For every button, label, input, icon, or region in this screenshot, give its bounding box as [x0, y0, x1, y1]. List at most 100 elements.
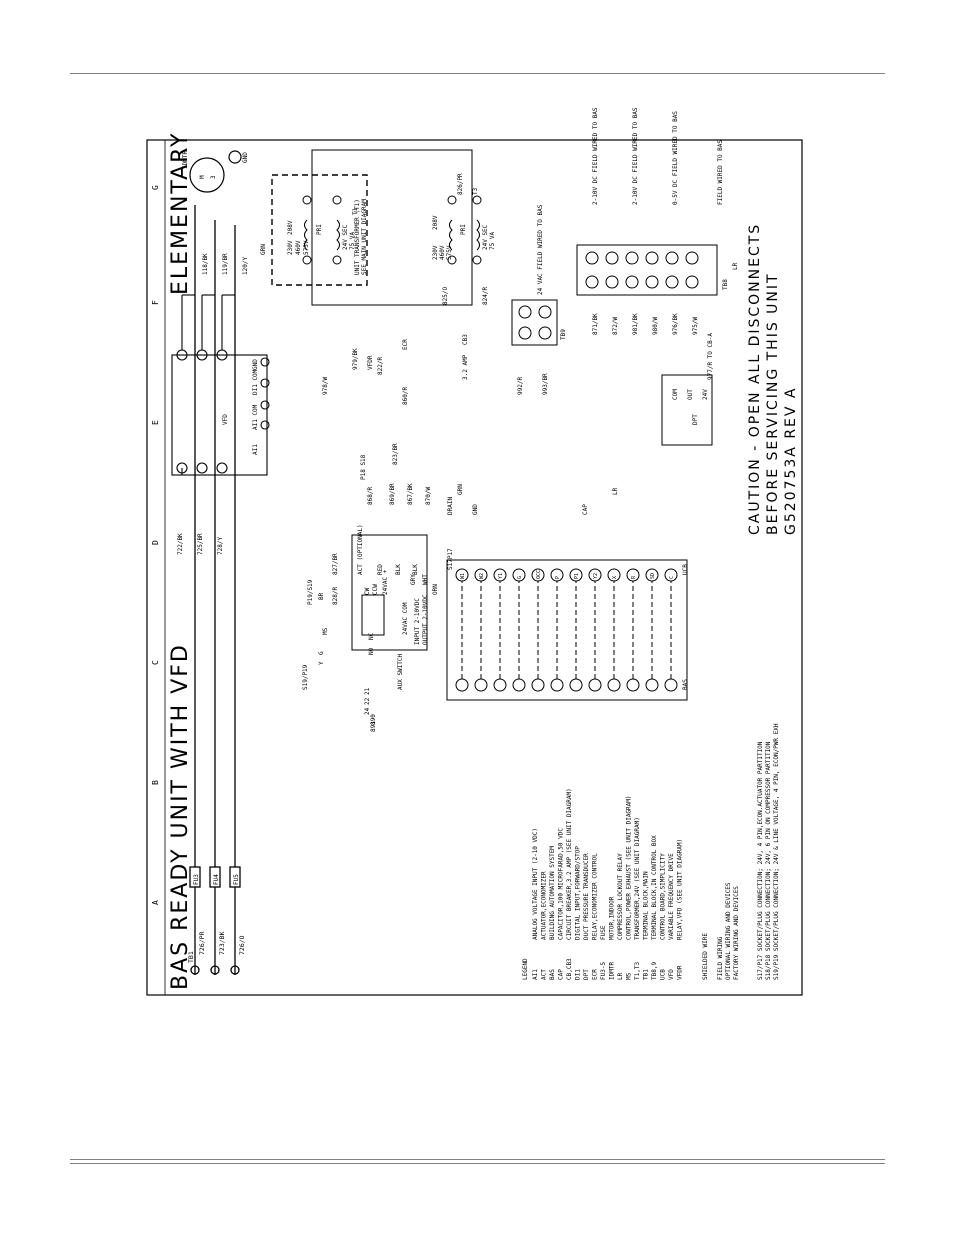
wire-824r: 824/R: [482, 287, 489, 305]
dpt-com: COM: [672, 389, 679, 400]
legend-desc: DUCT PRESSURE TRANSDUCER: [583, 853, 590, 940]
ucb-terminal-label: R: [631, 575, 637, 579]
footer-rule-2: [70, 1163, 885, 1164]
legend-plug2: S18/P18 SOCKET/PLUG CONNECTION; 24V, 6 P…: [765, 741, 772, 980]
t3-sec: 24V SEC: [482, 224, 489, 250]
bas-terminal: [455, 678, 469, 692]
act-aux: AUX SWITCH: [397, 653, 404, 690]
wire-728y: 728/Y: [217, 537, 224, 555]
act-y: Y: [318, 661, 325, 665]
wire-826pr: 826/PR: [457, 173, 464, 195]
zone-d: D: [151, 540, 160, 545]
act-orn: ORN: [432, 584, 439, 595]
vfd-label: VFD: [222, 414, 229, 425]
legend-shielded: SHIELDED WIRE: [702, 933, 709, 980]
legend-abbr: ACT: [541, 969, 548, 980]
ucb-terminal-label: W2: [479, 573, 485, 579]
legend-desc: TRANSFORMER,24V (SEE UNIT DIAGRAM): [634, 817, 641, 940]
wire-725br: 725/BR: [197, 533, 204, 555]
dpt-out: OUT: [687, 389, 694, 400]
t1-note1: UNIT TRANSFORMER (T1): [354, 199, 361, 275]
wire-867bk: 867/BK: [407, 483, 414, 505]
wire-993br: 993/BR: [542, 373, 549, 395]
motor-3: 3: [210, 175, 217, 179]
wire-722bk: 722/BK: [177, 533, 184, 555]
diagram-title: BAS READY UNIT WITH VFD: [168, 643, 193, 990]
dpt-24v: 24V: [702, 389, 709, 400]
wire-976bk: 976/BK: [672, 313, 679, 335]
t1-pri: PRI: [316, 224, 323, 235]
wire-872w: 872/W: [612, 317, 619, 335]
act-890: 890: [370, 714, 377, 725]
bas-terminal: [645, 678, 659, 692]
act-label: ACT (OPTIONAL): [357, 524, 364, 575]
drawing-number: G520753A REV A: [783, 387, 799, 536]
legend-title: LEGEND: [522, 958, 529, 980]
gnd-motor: GND: [242, 152, 249, 163]
legend-desc: RELAY,ECONOMIZER CONTROL: [592, 853, 599, 940]
bas-note-2: 2-10V DC FIELD WIRED TO BAS: [632, 107, 639, 205]
legend-field: FIELD WIRING: [717, 936, 724, 980]
wire-860r: 860/R: [402, 387, 409, 405]
zone-c: C: [151, 660, 160, 665]
wire-118bk: 118/BK: [202, 253, 209, 275]
vfd-ai1com: AI1 COM: [252, 404, 259, 430]
legend-desc: CONTROL,POWER EXHAUST (SEE UNIT DIAGRAM): [626, 796, 633, 941]
zone-e: E: [151, 420, 160, 425]
power-lines: [189, 205, 241, 975]
t3-pri: PRI: [460, 224, 467, 235]
act-22: 22: [364, 697, 371, 705]
tb1-label: TB1: [187, 951, 195, 963]
rotated-drawing: A B C D E F G BAS READY UNIT WITH VFD EL…: [151, 107, 799, 990]
vfd-ai1: AI1: [252, 444, 259, 455]
grn-motor: GRN: [260, 244, 267, 255]
act-nc: NC: [368, 632, 375, 640]
wire-992r: 992/R: [517, 377, 524, 395]
wire-825o: 825/O: [442, 287, 449, 305]
t1-label: T1: [352, 207, 359, 215]
zone-a: A: [151, 900, 160, 905]
legend-desc: CAPACITOR,100 MICROFARAD,50 VDC: [558, 828, 565, 940]
ucb-terminal-label: X: [612, 576, 618, 579]
act-24vac-com: 24VAC COM: [402, 602, 409, 635]
act-ccw: CCW: [372, 584, 379, 595]
t3-v575: 575V: [446, 245, 453, 260]
legend-abbr: UCB: [660, 969, 667, 980]
act-gry: GRY: [410, 574, 417, 585]
dpt-label: DPT: [692, 414, 699, 425]
wire-723bk: 723/BK: [218, 931, 226, 955]
t3-v460: 460V: [439, 245, 446, 260]
wire-978w: 978/W: [322, 377, 329, 395]
legend-abbr: T1,T3: [634, 962, 641, 980]
diagram-frame: [146, 139, 803, 996]
p18s18-label: P18 S18: [360, 454, 367, 480]
caution-line1: CAUTION - OPEN ALL DISCONNECTS: [747, 223, 763, 535]
wire-823br: 823/BR: [392, 443, 399, 465]
bas-terminal: [664, 678, 678, 692]
t1-va: 75 VA: [349, 232, 356, 250]
act-891: 891: [370, 721, 377, 732]
t3-label: T3: [472, 187, 479, 195]
wire-822r: 822/R: [377, 357, 384, 375]
legend-desc: VARIABLE FREQUENCY DRIVE: [668, 853, 675, 940]
tb9-block: [511, 299, 558, 346]
act-cw: CW: [364, 587, 371, 595]
ucb-label: UCB: [682, 564, 689, 575]
wire-726o: 726/O: [238, 935, 246, 955]
idmtr-label: IDMTR: [182, 151, 189, 169]
fuse-fu4: FU4: [213, 874, 220, 885]
transformer-t3: [311, 149, 482, 306]
wire-975w: 975/W: [692, 317, 699, 335]
ucb-bas: BAS: [682, 679, 689, 690]
act-red: RED: [377, 564, 384, 575]
tb8-label: TB8: [722, 279, 729, 290]
vfd-box: [171, 294, 270, 476]
act-input: INPUT 2-10VDC: [414, 598, 421, 645]
legend-abbr: CAP: [558, 969, 565, 980]
bas-terminal: [569, 678, 583, 692]
legend-abbr: AI1: [532, 969, 539, 980]
legend-plug3: S19/P19 SOCKET/PLUG CONNECTION; 24V & LI…: [773, 723, 780, 980]
act-blk2: BLK: [412, 564, 419, 575]
legend-desc: COMPRESSOR LOCKOUT RELAY: [617, 853, 624, 940]
